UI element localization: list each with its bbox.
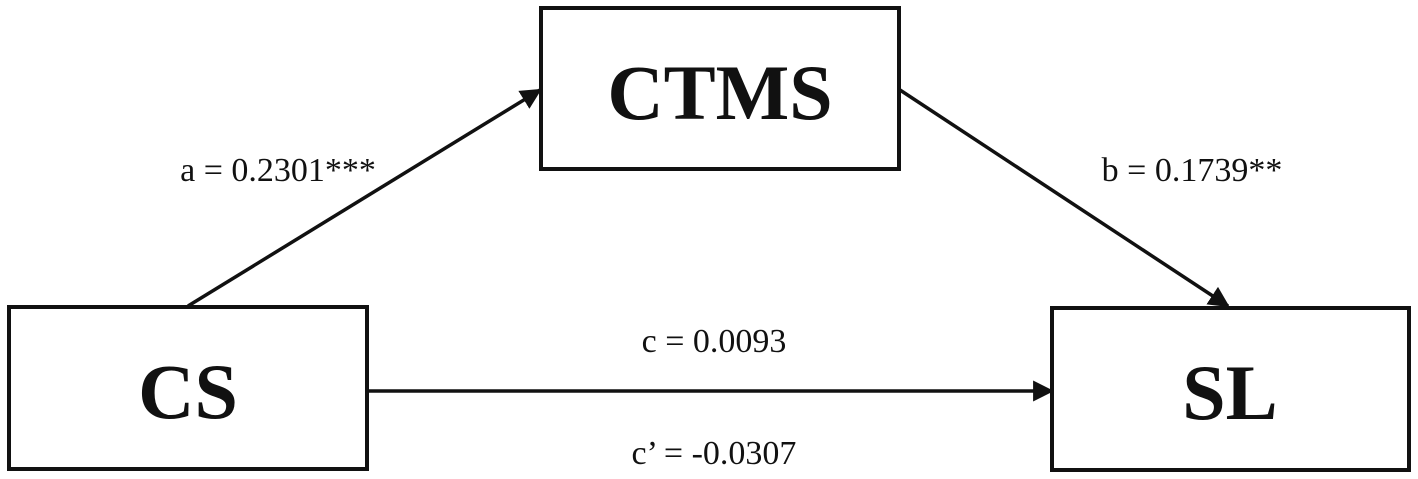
outcome-box — [1050, 306, 1411, 472]
predictor-node: CS — [7, 305, 369, 471]
path-c-label: c = 0.0093 — [642, 323, 787, 360]
path-b-arrow — [899, 88, 1230, 308]
predictor-label: CS — [138, 348, 238, 435]
outcome-label: SL — [1182, 349, 1277, 436]
path-c-prime-label: c’ = -0.0307 — [632, 435, 797, 472]
mediator-box — [539, 6, 901, 171]
mediator-label: CTMS — [607, 49, 832, 136]
path-a-arrow — [187, 88, 542, 308]
predictor-box — [7, 305, 369, 471]
path-a-label: a = 0.2301*** — [180, 152, 376, 189]
mediator-node: CTMS — [539, 6, 901, 171]
path-b-label: b = 0.1739** — [1102, 152, 1283, 189]
outcome-node: SL — [1050, 306, 1411, 472]
